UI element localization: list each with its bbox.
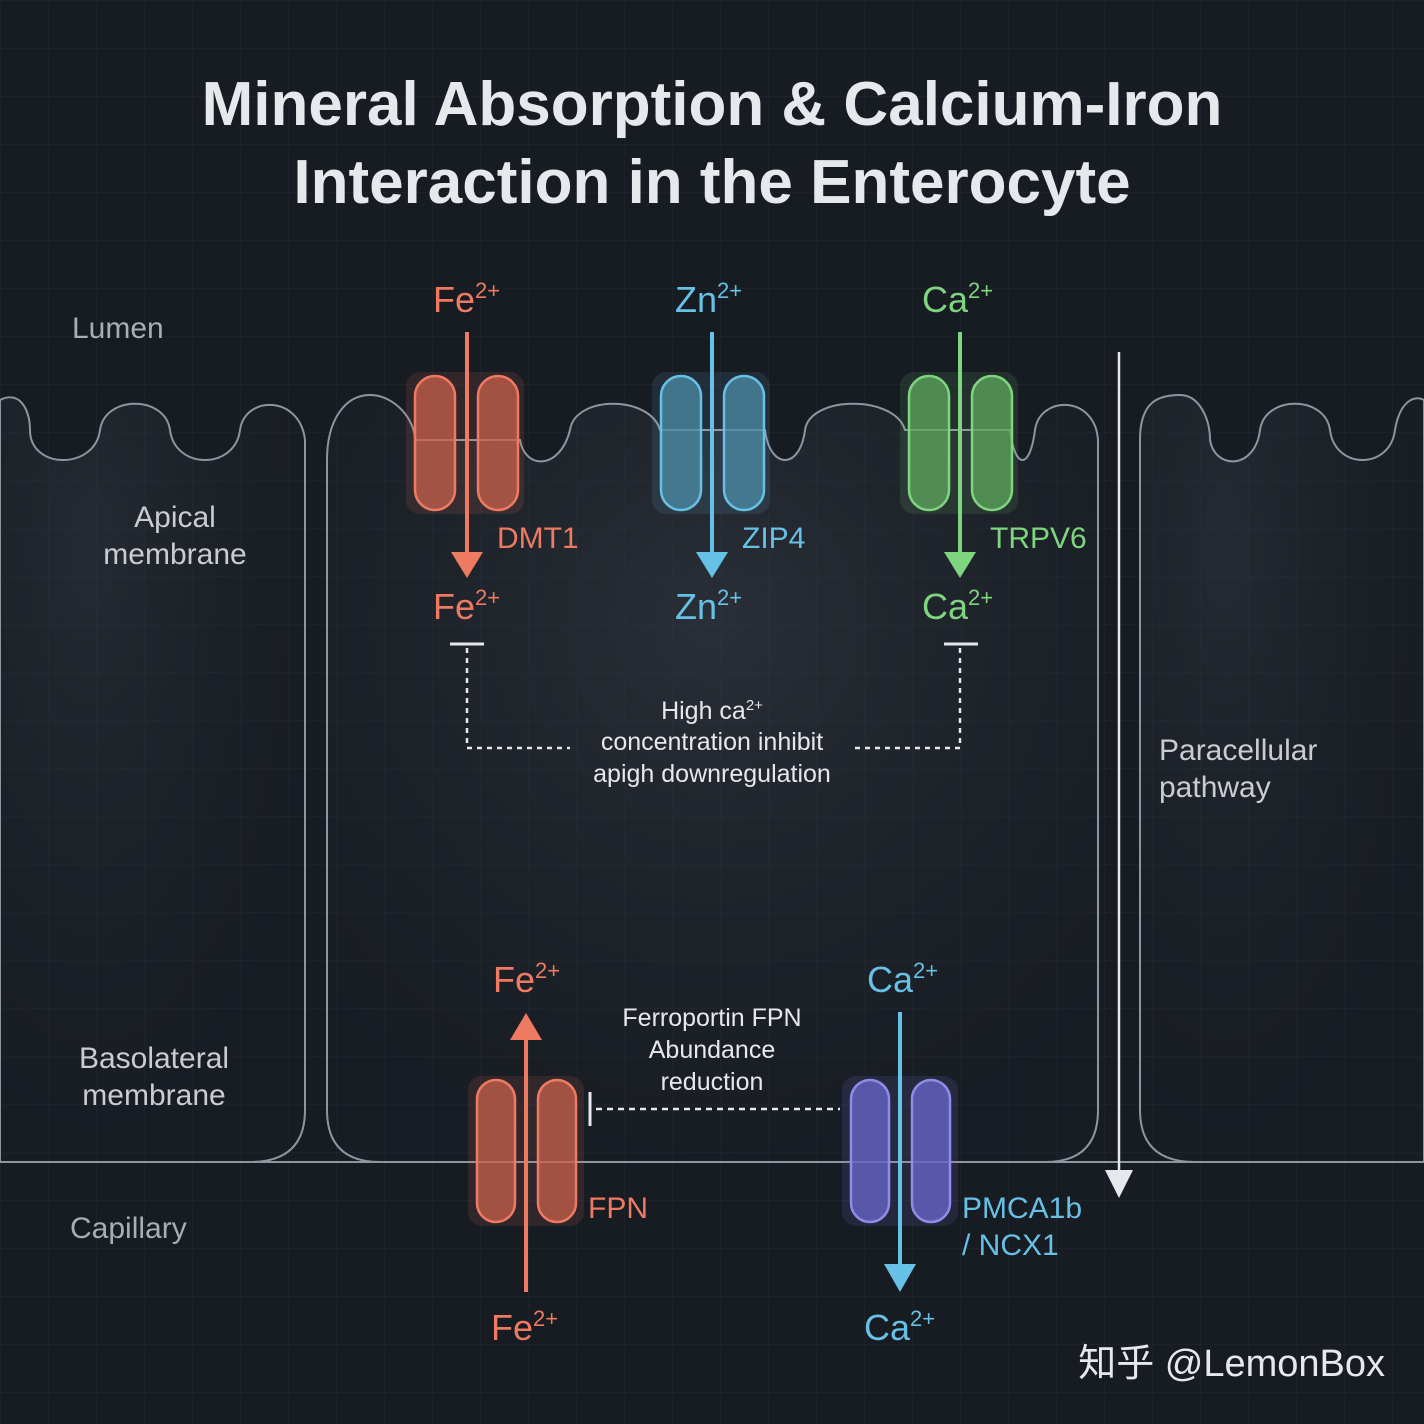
lumen-label: Lumen <box>72 312 164 345</box>
trpv6-calcium-in-label: Ca2+ <box>922 278 993 320</box>
inhibition-note-line-1: High ca2+ <box>661 697 763 725</box>
fpn-iron-top-label: Fe2+ <box>493 958 560 1000</box>
dmt1-arrow-head <box>451 552 483 578</box>
paracellular-label-line-2: pathway <box>1159 771 1271 804</box>
zip4-arrow-head <box>696 552 728 578</box>
zip4-label: ZIP4 <box>742 522 805 555</box>
paracellular-arrow-head <box>1105 1170 1133 1198</box>
right-neighbor-cell <box>1139 393 1424 1163</box>
title-line-1: Mineral Absorption & Calcium-Iron <box>202 70 1223 139</box>
fpn-note-line-1: Ferroportin FPN <box>622 1004 801 1032</box>
basolateral-membrane-label-line-2: membrane <box>82 1079 225 1112</box>
pmca-label-line-2: / NCX1 <box>962 1229 1059 1262</box>
trpv6-calcium-out-label: Ca2+ <box>922 585 993 627</box>
fpn-label: FPN <box>588 1192 648 1225</box>
fpn-arrow-head <box>510 1013 542 1040</box>
fpn-note-line-2: Abundance <box>649 1036 776 1064</box>
title-line-2: Interaction in the Enterocyte <box>293 148 1130 217</box>
watermark: 知乎 @LemonBox <box>1078 1343 1385 1385</box>
apical-membrane-label-line-1: Apical <box>134 501 216 534</box>
calcium-iron-inhibition-connector <box>450 642 978 750</box>
dmt1-label: DMT1 <box>497 522 579 555</box>
pmca-calcium-top-label: Ca2+ <box>867 958 938 1000</box>
apical-membrane-label-line-2: membrane <box>103 538 246 571</box>
fpn-iron-bottom-label: Fe2+ <box>491 1306 558 1348</box>
zip4-zinc-in-label: Zn2+ <box>675 278 742 320</box>
pmca-calcium-bottom-label: Ca2+ <box>864 1306 935 1348</box>
pmca-arrow-head <box>884 1264 916 1292</box>
fpn-reduction-connector <box>588 1092 840 1126</box>
zip4-zinc-out-label: Zn2+ <box>675 585 742 627</box>
basolateral-membrane-label-line-1: Basolateral <box>79 1042 229 1075</box>
capillary-label: Capillary <box>70 1212 187 1245</box>
inhibition-note-line-2: concentration inhibit <box>601 728 823 756</box>
paracellular-label-line-1: Paracellular <box>1159 734 1317 767</box>
left-neighbor-cell <box>0 396 306 1163</box>
trpv6-arrow-head <box>944 552 976 578</box>
pmca-label-line-1: PMCA1b <box>962 1192 1082 1225</box>
dmt1-iron-in-label: Fe2+ <box>433 278 500 320</box>
inhibition-note-line-3: apigh downregulation <box>593 760 831 788</box>
trpv6-label: TRPV6 <box>990 522 1087 555</box>
fpn-note-line-3: reduction <box>661 1068 764 1096</box>
dmt1-iron-out-label: Fe2+ <box>433 585 500 627</box>
